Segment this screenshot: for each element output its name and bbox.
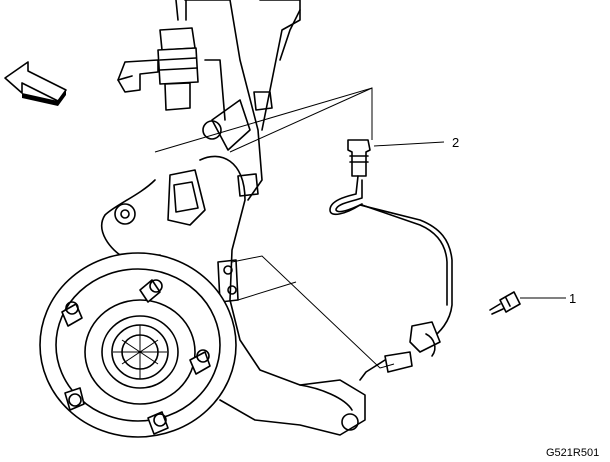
steering-knuckle [101,155,366,436]
sensor-bolt [489,291,521,315]
callout-1: 1 [569,291,576,306]
figure-code: G521R501 [546,447,599,459]
lug-stud [61,279,211,435]
sensor-harness [329,139,453,381]
leader-lines [154,87,566,369]
harness-connector [117,0,199,111]
forward-arrow-icon [4,61,67,106]
strut-assembly [184,0,301,201]
callout-2: 2 [452,135,459,150]
wheel-hub [39,252,237,438]
